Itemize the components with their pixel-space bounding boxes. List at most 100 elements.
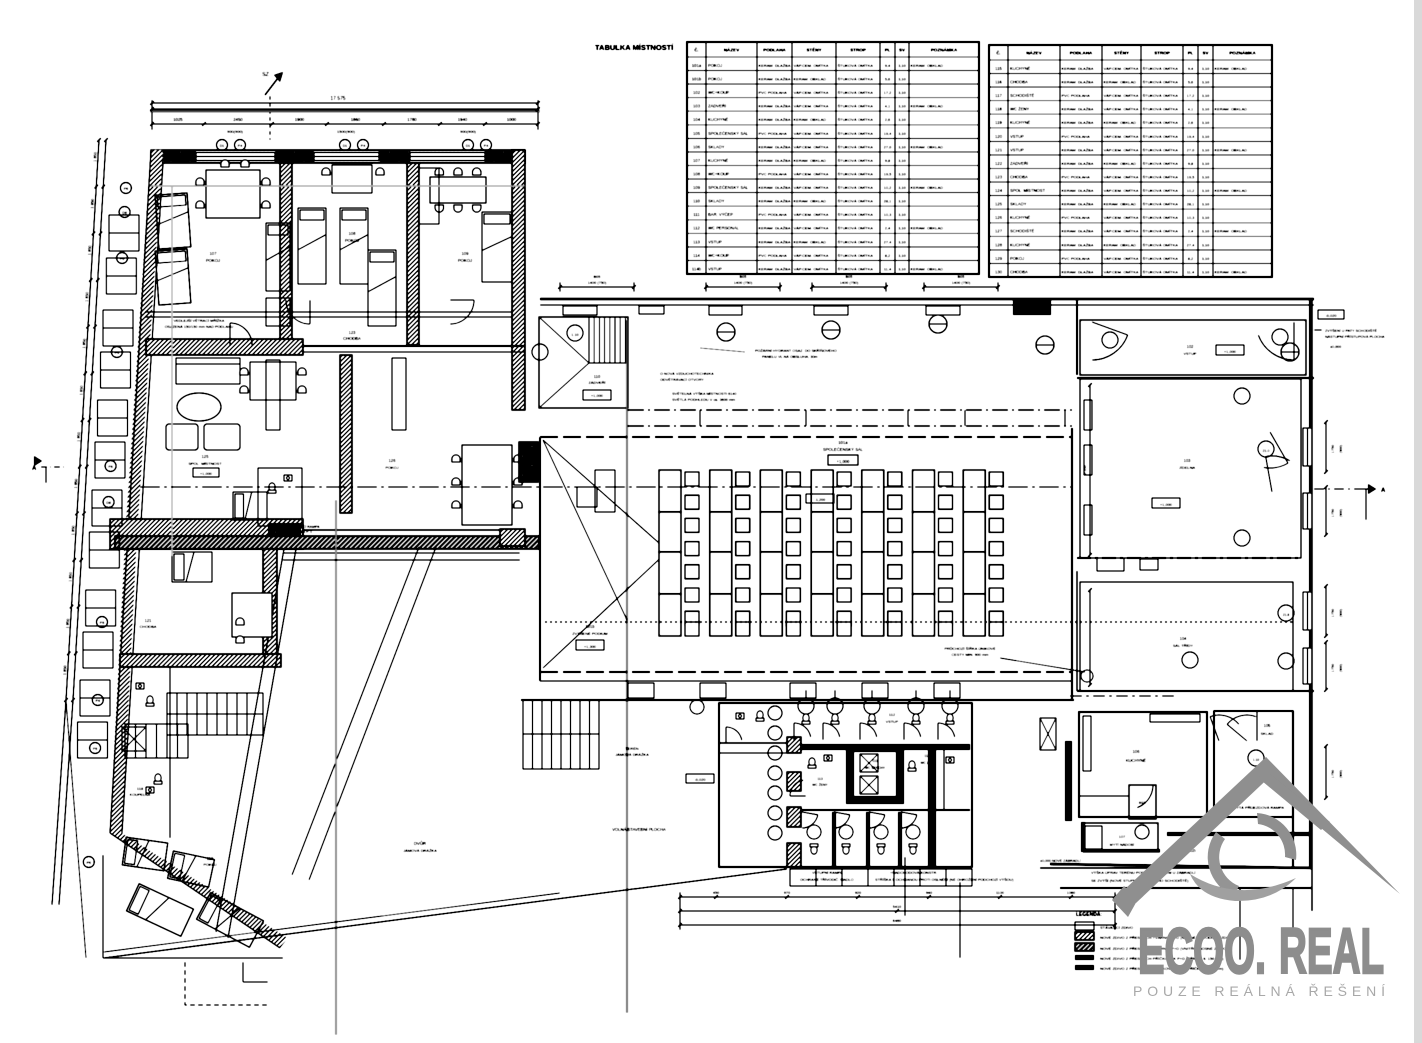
svg-text:ŠTUKOVÁ OMÍTKA: ŠTUKOVÁ OMÍTKA (838, 77, 874, 82)
svg-text:110: 110 (594, 374, 601, 379)
svg-text:SKLAD: SKLAD (1260, 731, 1273, 736)
svg-text:129: 129 (995, 256, 1003, 261)
svg-text:126: 126 (995, 215, 1003, 220)
svg-text:1 850: 1 850 (70, 524, 76, 535)
svg-text:SV: SV (899, 48, 906, 53)
svg-text:ŠTUKOVÁ OMÍTKA: ŠTUKOVÁ OMÍTKA (1143, 229, 1179, 234)
svg-text:POŽÁRNÍ HYDRANT OSAZ. DO SKŘÍŇ: POŽÁRNÍ HYDRANT OSAZ. DO SKŘÍŇOVÉHO (755, 348, 837, 353)
svg-text:3,10: 3,10 (898, 117, 907, 122)
svg-text:WC PERSONÁL: WC PERSONÁL (708, 226, 740, 231)
svg-text:107: 107 (209, 251, 217, 256)
svg-text:3,10: 3,10 (1202, 161, 1211, 166)
svg-text:KERAM. OBKLAD: KERAM. OBKLAD (1104, 242, 1137, 247)
svg-text:ŠTUKOVÁ OMÍTKA: ŠTUKOVÁ OMÍTKA (838, 185, 874, 190)
svg-text:POKOJ: POKOJ (345, 238, 359, 243)
svg-text:WC SPRCHY: WC SPRCHY (865, 766, 886, 770)
svg-text:121: 121 (145, 618, 153, 623)
svg-text:11,4: 11,4 (1187, 269, 1195, 274)
svg-text:123: 123 (995, 175, 1003, 180)
svg-text:VÁP.CEM. OMÍTKA: VÁP.CEM. OMÍTKA (794, 212, 829, 217)
svg-text:JÍDELNA: JÍDELNA (1179, 465, 1196, 470)
svg-text:Č.: Č. (996, 50, 1001, 56)
svg-text:LEGENDA:: LEGENDA: (1076, 912, 1102, 918)
svg-text:PANELU VL.NÁ OBSLUHA, 30m: PANELU VL.NÁ OBSLUHA, 30m (762, 355, 818, 359)
svg-text:PVC PODLAHA: PVC PODLAHA (759, 253, 788, 258)
svg-text:KERAM. DLAŽBA: KERAM. DLAŽBA (1062, 202, 1094, 207)
svg-text:VSTUPNÍ RAMPA: VSTUPNÍ RAMPA (812, 871, 843, 875)
svg-text:SPOL. MÍSTNOST: SPOL. MÍSTNOST (1010, 188, 1046, 193)
svg-text:3,10: 3,10 (898, 199, 907, 204)
svg-text:D8: D8 (106, 501, 111, 505)
svg-text:KERAM. OBKLAD: KERAM. OBKLAD (911, 266, 944, 271)
svg-text:CHODBA: CHODBA (139, 624, 156, 629)
svg-text:SPOLEČENSKÝ SÁL: SPOLEČENSKÝ SÁL (708, 131, 749, 136)
svg-text:KUCHYNĚ: KUCHYNĚ (1010, 242, 1031, 247)
svg-text:VÁP.CEM. OMÍTKA: VÁP.CEM. OMÍTKA (1104, 66, 1139, 71)
svg-text:101b: 101b (692, 77, 702, 82)
svg-text:3,10: 3,10 (898, 226, 907, 231)
svg-text:109: 109 (693, 185, 701, 190)
svg-text:PODLAHA: PODLAHA (1070, 51, 1093, 56)
svg-text:OSAZENÁ 150/150 mm NAD PODLAHU: OSAZENÁ 150/150 mm NAD PODLAHU (165, 325, 234, 329)
svg-text:NÁZEV: NÁZEV (724, 47, 741, 53)
svg-text:PVC PODLAHA: PVC PODLAHA (1062, 256, 1091, 261)
svg-text:KUCHYNĚ: KUCHYNĚ (708, 117, 729, 122)
svg-text:19,4: 19,4 (1187, 134, 1196, 139)
svg-text:KERAM. OBKLAD: KERAM. OBKLAD (794, 199, 827, 204)
svg-text:102: 102 (1187, 344, 1195, 349)
svg-text:9,8: 9,8 (885, 158, 891, 163)
svg-text:3,10: 3,10 (898, 77, 907, 82)
svg-text:2,4: 2,4 (885, 226, 891, 231)
svg-text:ŠTUKOVÁ OMÍTKA: ŠTUKOVÁ OMÍTKA (1143, 188, 1179, 193)
svg-text:VEDLEJŠÍ VĚTRACÍ MŘÍŽKA: VEDLEJŠÍ VĚTRACÍ MŘÍŽKA (174, 318, 225, 323)
svg-text:11,4: 11,4 (884, 266, 892, 271)
svg-text:1 850: 1 850 (81, 338, 87, 349)
svg-text:1750: 1750 (1331, 609, 1335, 617)
svg-text:SPOL. MÍSTNOST: SPOL. MÍSTNOST (188, 461, 222, 466)
svg-text:POZNÁMKA: POZNÁMKA (1229, 50, 1256, 56)
svg-text:111: 111 (693, 212, 700, 217)
svg-text:106: 106 (1132, 749, 1140, 754)
svg-text:28,1: 28,1 (884, 199, 893, 204)
svg-text:1750: 1750 (1331, 664, 1335, 672)
svg-text:A: A (32, 466, 37, 472)
svg-text:(900): (900) (1339, 609, 1343, 617)
svg-text:ŠTUKOVÁ OMÍTKA: ŠTUKOVÁ OMÍTKA (1143, 134, 1179, 139)
svg-text:3,10: 3,10 (898, 131, 907, 136)
svg-text:P4: P4 (484, 144, 489, 148)
svg-text:P6: P6 (100, 621, 105, 625)
svg-text:3,10: 3,10 (898, 144, 907, 149)
svg-text:POKOJ: POKOJ (385, 465, 399, 470)
svg-text:±0,000 NOVÉ ZÁBRADLÍ: ±0,000 NOVÉ ZÁBRADLÍ (1040, 858, 1081, 863)
svg-text:115: 115 (995, 66, 1003, 71)
svg-text:900(900): 900(900) (460, 129, 477, 134)
svg-text:KERAM. OBKLAD: KERAM. OBKLAD (1215, 229, 1248, 234)
svg-text:1750: 1750 (1331, 445, 1335, 453)
svg-text:1060: 1060 (1067, 890, 1076, 895)
svg-text:KUCHYNĚ: KUCHYNĚ (1126, 758, 1147, 763)
svg-text:KERAM. OBKLAD: KERAM. OBKLAD (1104, 120, 1137, 125)
svg-text:ŠTUKOVÁ OMÍTKA: ŠTUKOVÁ OMÍTKA (838, 104, 874, 109)
svg-text:PVC PODLAHA: PVC PODLAHA (1062, 215, 1091, 220)
svg-text:POKOJ: POKOJ (1010, 256, 1024, 261)
svg-text:123: 123 (349, 330, 357, 335)
svg-text:3,10: 3,10 (898, 212, 907, 217)
svg-text:105: 105 (1264, 723, 1272, 728)
svg-text:KERAM. DLAŽBA: KERAM. DLAŽBA (1062, 80, 1094, 85)
svg-text:1 850: 1 850 (84, 291, 90, 302)
svg-text:130: 130 (995, 269, 1003, 274)
svg-text:ŠTUKOVÁ OMÍTKA: ŠTUKOVÁ OMÍTKA (1143, 242, 1179, 247)
svg-text:ŠTUKOVÁ OMÍTKA: ŠTUKOVÁ OMÍTKA (838, 63, 874, 68)
svg-text:900(900): 900(900) (227, 129, 244, 134)
svg-text:3,10: 3,10 (1202, 256, 1211, 261)
svg-text:1400 (750): 1400 (750) (840, 280, 860, 285)
svg-text:KERAM. OBKLAD: KERAM. OBKLAD (794, 117, 827, 122)
svg-text:MYTÍ NÁDOBÍ: MYTÍ NÁDOBÍ (1110, 843, 1136, 847)
svg-text:ŠTUKOVÁ OMÍTKA: ŠTUKOVÁ OMÍTKA (838, 144, 874, 149)
svg-text:17 575: 17 575 (330, 96, 346, 102)
svg-text:PL: PL (1188, 51, 1194, 56)
svg-text:3,10: 3,10 (1202, 188, 1211, 193)
svg-text:-0,020: -0,020 (694, 777, 706, 782)
svg-text:10,3: 10,3 (884, 212, 893, 217)
svg-text:128: 128 (995, 242, 1003, 247)
